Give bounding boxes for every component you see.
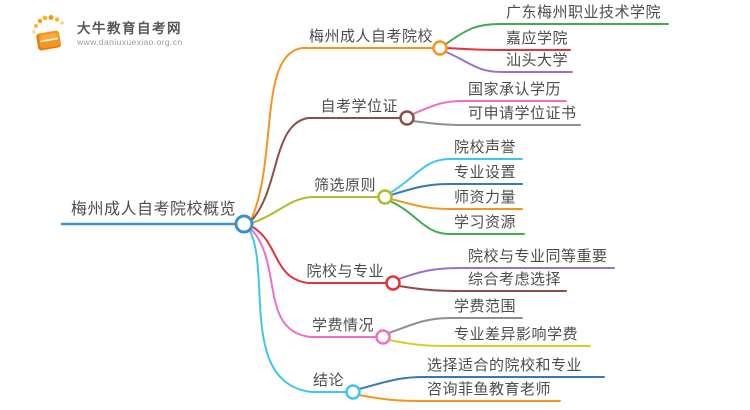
root-node-label[interactable]: 梅州成人自考院校概览 [70, 201, 236, 218]
child-1-2-label[interactable]: 嘉应学院 [506, 30, 569, 47]
branch-4-hub[interactable] [385, 275, 401, 291]
child-5-2-label[interactable]: 专业差异影响学费 [454, 326, 579, 343]
child-3-1-label[interactable]: 院校声誉 [454, 139, 517, 156]
branch-4-curve [250, 225, 387, 284]
child-2-2-label[interactable]: 可申请学位证书 [468, 105, 577, 122]
logo-url: www.daniuxuexiao.org.cn [77, 36, 183, 47]
branch-6-hub[interactable] [345, 384, 361, 400]
child-1-2-curve [446, 47, 571, 51]
child-2-2-curve [412, 120, 581, 126]
branch-6-label[interactable]: 结论 [312, 372, 344, 389]
branch-1-label[interactable]: 梅州成人自考院校 [308, 28, 433, 45]
child-6-2-curve [358, 394, 561, 402]
branch-6-curve [248, 228, 347, 393]
child-6-1-curve [358, 376, 605, 390]
branch-5-hub[interactable] [375, 329, 391, 345]
branch-3-curve [251, 196, 379, 224]
child-3-2-label[interactable]: 专业设置 [454, 164, 517, 181]
child-1-1-label[interactable]: 广东梅州职业技术学院 [506, 4, 662, 21]
logo-book-sun-icon [32, 15, 64, 51]
child-5-1-label[interactable]: 学费范围 [454, 298, 517, 315]
child-4-2-curve [398, 285, 567, 292]
child-2-1-curve [412, 100, 567, 115]
logo-text: 大牛教育自考网 www.daniuxuexiao.org.cn [77, 21, 183, 48]
branch-2-curve [250, 117, 401, 222]
logo-title: 大牛教育自考网 [77, 20, 182, 36]
child-4-1-label[interactable]: 院校与专业同等重要 [468, 248, 608, 265]
child-5-2-curve [388, 339, 591, 347]
child-4-1-curve [398, 267, 615, 280]
child-3-1-curve [389, 158, 523, 194]
child-3-4-curve [389, 200, 525, 235]
child-4-2-label[interactable]: 综合考虑选择 [468, 271, 562, 288]
child-3-3-label[interactable]: 师资力量 [454, 189, 517, 206]
branch-1-curve [250, 47, 434, 221]
root-hub[interactable] [234, 214, 254, 234]
child-3-3-curve [390, 198, 523, 210]
child-1-3-label[interactable]: 汕头大学 [506, 52, 569, 69]
branch-3-label[interactable]: 筛选原则 [313, 177, 376, 194]
branch-2-label[interactable]: 自考学位证 [320, 98, 398, 115]
branch-4-label[interactable]: 院校与专业 [306, 263, 384, 280]
branch-5-label[interactable]: 学费情况 [311, 317, 374, 334]
child-6-2-label[interactable]: 咨询菲鱼教育老师 [427, 381, 552, 398]
branch-1-hub[interactable] [432, 40, 448, 56]
branch-2-hub[interactable] [399, 110, 415, 126]
child-1-1-curve [445, 23, 669, 45]
logo: 大牛教育自考网 www.daniuxuexiao.org.cn [28, 13, 183, 55]
child-3-2-curve [390, 183, 523, 196]
child-2-1-label[interactable]: 国家承认学历 [468, 81, 562, 98]
branch-3-hub[interactable] [377, 189, 393, 205]
child-5-1-curve [388, 317, 523, 334]
child-6-1-label[interactable]: 选择适合的院校和专业 [427, 357, 583, 374]
branch-5-curve [249, 227, 377, 338]
child-3-4-label[interactable]: 学习资源 [454, 214, 517, 231]
child-1-3-curve [445, 51, 573, 73]
